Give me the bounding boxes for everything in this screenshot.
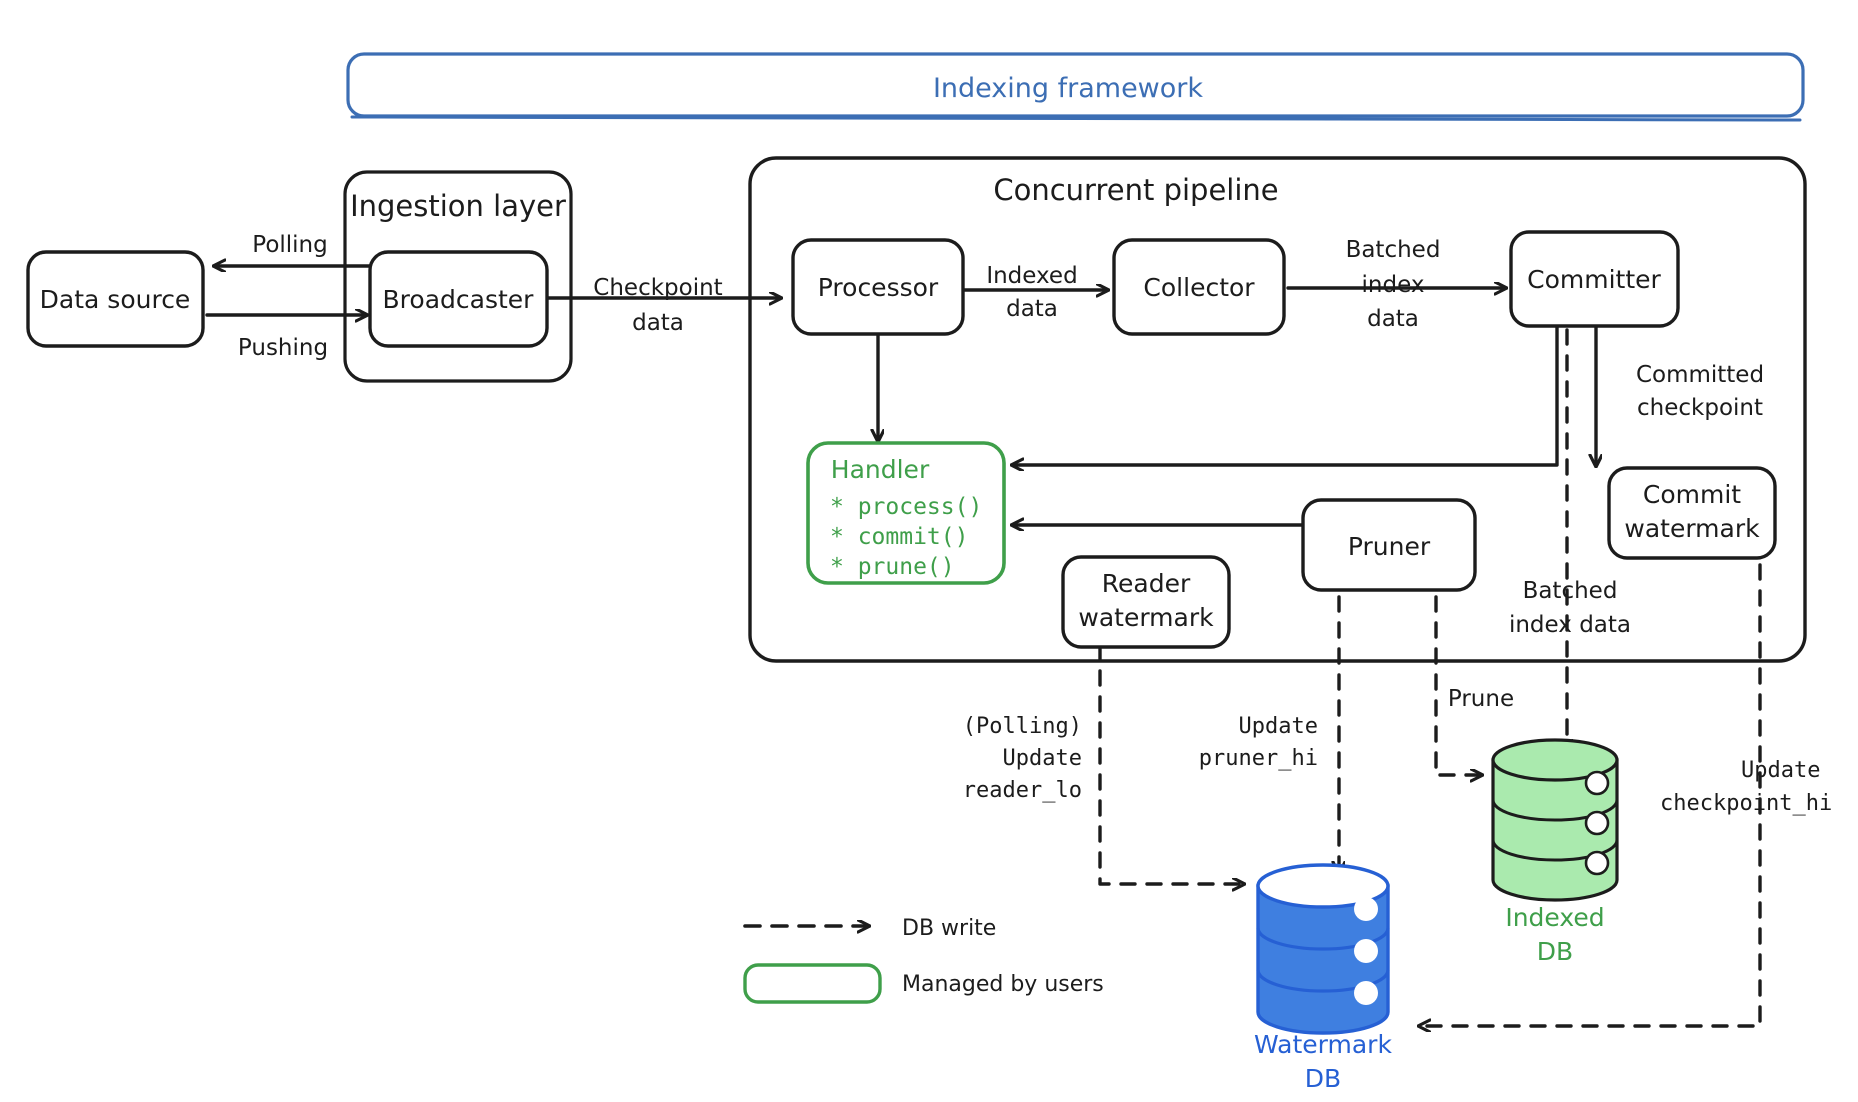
solid-edges — [205, 266, 1596, 525]
label-batched-index-1: Batched — [1346, 237, 1441, 263]
legend: DB write Managed by users — [743, 916, 1104, 1004]
data-source-label: Data source — [40, 285, 191, 314]
node-committer[interactable]: Committer — [1509, 230, 1680, 328]
dashed-db-write-edges — [1098, 328, 1762, 1026]
label-update-pruner-1: Update — [1239, 714, 1318, 739]
data-source-box[interactable] — [26, 250, 205, 348]
indexed-db-indicator-3 — [1584, 850, 1610, 876]
node-pruner[interactable]: Pruner — [1301, 498, 1477, 592]
banner-shadow — [350, 115, 1802, 122]
reader-watermark-label-2: watermark — [1078, 603, 1214, 632]
node-commit-watermark[interactable]: Commit watermark — [1607, 466, 1777, 560]
pruner-box[interactable] — [1301, 498, 1477, 592]
edge-prune — [1434, 543, 1481, 775]
reader-watermark-box[interactable] — [1061, 555, 1231, 649]
indexed-db-label-1: Indexed — [1505, 903, 1604, 932]
database-indexed[interactable]: Indexed DB — [1491, 738, 1619, 966]
collector-box[interactable] — [1112, 238, 1286, 336]
ingestion-layer-title: Ingestion layer — [350, 189, 566, 223]
label-pushing: Pushing — [238, 335, 328, 361]
indexed-db-divider-1 — [1491, 799, 1619, 822]
edge-committer-to-handler — [1013, 323, 1559, 465]
handler-method-process: * process() — [830, 494, 982, 520]
node-handler[interactable]: Handler * process() * commit() * prune() — [806, 441, 1006, 585]
label-batched-index-3: data — [1367, 306, 1419, 332]
label-prune: Prune — [1448, 686, 1514, 712]
watermark-db-indicator-3 — [1354, 981, 1378, 1005]
edge-labels: Polling Pushing Checkpoint data Indexed … — [238, 232, 1832, 816]
watermark-db-indicator-1 — [1354, 897, 1378, 921]
handler-method-commit: * commit() — [830, 524, 968, 550]
handler-box[interactable] — [806, 441, 1006, 585]
watermark-db-label-1: Watermark — [1254, 1030, 1392, 1059]
label-checkpoint-data-2: data — [632, 310, 684, 336]
processor-box[interactable] — [791, 238, 965, 336]
broadcaster-box[interactable] — [368, 250, 549, 348]
node-reader-watermark[interactable]: Reader watermark — [1061, 555, 1231, 649]
pruner-label: Pruner — [1348, 532, 1431, 561]
label-indexed-data-1: Indexed — [986, 263, 1077, 289]
label-update-checkpoint-1: Update — [1741, 758, 1820, 783]
label-batched-index-db-2: index data — [1509, 612, 1631, 638]
commit-watermark-label-1: Commit — [1643, 480, 1741, 509]
banner-title: Indexing framework — [933, 73, 1203, 104]
label-checkpoint-data-1: Checkpoint — [593, 275, 722, 301]
label-update-pruner-2: pruner_hi — [1199, 746, 1318, 771]
label-polling-update-2: Update — [1003, 746, 1082, 771]
indexed-db-indicator-2 — [1584, 810, 1610, 836]
label-polling-update-1: (Polling) — [963, 714, 1082, 739]
watermark-db-divider-1 — [1256, 927, 1390, 951]
watermark-db-top — [1256, 863, 1390, 909]
handler-method-prune: * prune() — [830, 554, 955, 580]
indexed-db-top — [1491, 738, 1619, 782]
indexing-framework-banner: Indexing framework — [346, 52, 1805, 122]
label-update-checkpoint-2: checkpoint_hi — [1660, 791, 1832, 816]
label-committed-checkpoint-1: Committed — [1636, 362, 1764, 388]
commit-watermark-label-2: watermark — [1624, 514, 1760, 543]
label-indexed-data-2: data — [1006, 296, 1058, 322]
watermark-db-indicator-2 — [1354, 939, 1378, 963]
node-collector[interactable]: Collector — [1112, 238, 1286, 336]
indexed-db-indicator-1 — [1584, 770, 1610, 796]
label-committed-checkpoint-2: checkpoint — [1637, 395, 1763, 421]
indexed-db-label-2: DB — [1537, 937, 1573, 966]
edge-update-reader-lo — [1098, 643, 1243, 884]
processor-label: Processor — [818, 273, 939, 302]
database-watermark[interactable]: Watermark DB — [1254, 863, 1392, 1093]
legend-managed-box-icon — [743, 963, 882, 1004]
commit-watermark-box[interactable] — [1607, 466, 1777, 560]
collector-label: Collector — [1143, 273, 1255, 302]
committer-label: Committer — [1527, 265, 1661, 294]
concurrent-pipeline-title: Concurrent pipeline — [993, 173, 1278, 207]
handler-title: Handler — [831, 455, 930, 484]
label-polling-update-3: reader_lo — [963, 778, 1082, 803]
legend-label-managed-by-users: Managed by users — [902, 972, 1104, 997]
edge-update-checkpoint-hi — [1420, 485, 1762, 1026]
committer-box[interactable] — [1509, 230, 1680, 328]
indexed-db-divider-2 — [1491, 839, 1619, 862]
banner-outline — [346, 52, 1805, 118]
watermark-db-divider-2 — [1256, 969, 1390, 993]
node-data-source[interactable]: Data source — [26, 250, 205, 348]
node-broadcaster[interactable]: Broadcaster — [368, 250, 549, 348]
label-batched-index-db-1: Batched — [1523, 578, 1618, 604]
label-polling: Polling — [252, 232, 327, 258]
node-processor[interactable]: Processor — [791, 238, 965, 336]
watermark-db-label-2: DB — [1305, 1064, 1341, 1093]
legend-label-db-write: DB write — [902, 916, 996, 941]
reader-watermark-label-1: Reader — [1102, 569, 1191, 598]
broadcaster-label: Broadcaster — [383, 285, 535, 314]
label-batched-index-2: index — [1362, 272, 1425, 298]
